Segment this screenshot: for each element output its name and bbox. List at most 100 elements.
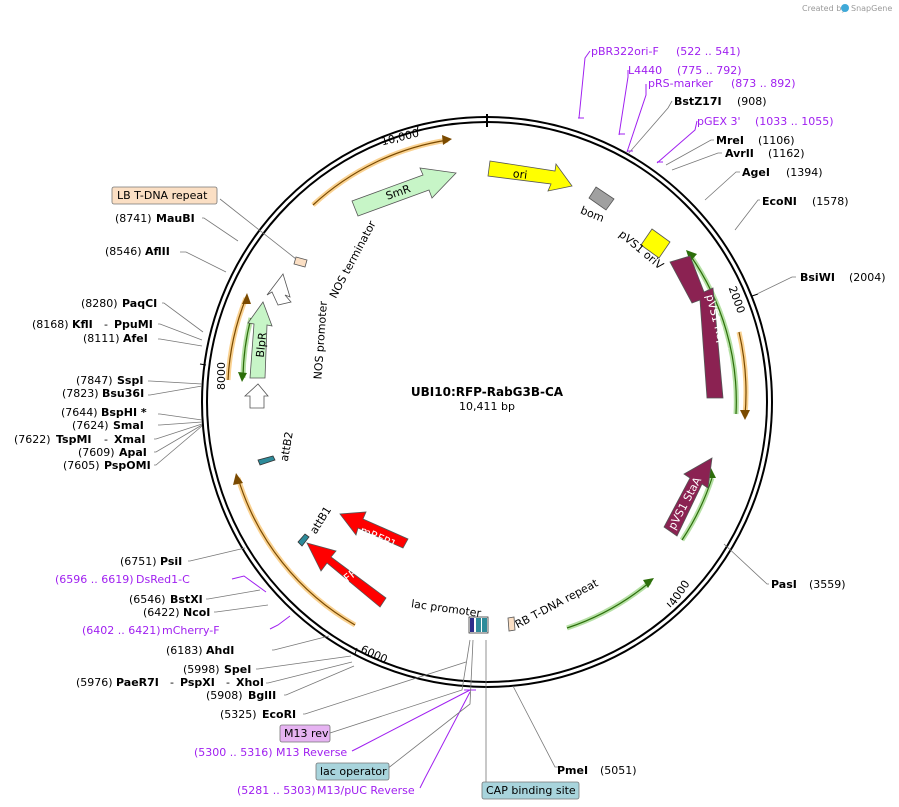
site-afei[interactable]: (8111) AfeI — [83, 332, 148, 345]
label-lb-tdna-repeat[interactable]: LB T-DNA repeat — [111, 186, 218, 205]
primer-pbr322ori-f[interactable]: pBR322ori-F (522 .. 541) — [591, 45, 741, 58]
site-ncoi[interactable]: (6422) NcoI — [143, 606, 210, 619]
site-bsiwi[interactable]: BsiWI (2004) — [800, 271, 886, 284]
branding-product: SnapGene — [851, 4, 892, 13]
orf-arc-stas — [681, 477, 713, 541]
site-pasi[interactable]: PasI (3559) — [771, 578, 846, 591]
site-apai[interactable]: (7609) ApaI — [78, 446, 147, 459]
svg-text:(6596 .. 6619): (6596 .. 6619) — [55, 573, 134, 586]
feature-blpr[interactable]: BlpR — [247, 301, 273, 379]
svg-text:-: - — [226, 676, 230, 689]
feature-attb2[interactable]: attB2 — [257, 431, 296, 466]
svg-text:AvrII: AvrII — [725, 147, 754, 160]
site-ahdi[interactable]: (6183) AhdI — [166, 644, 234, 657]
svg-text:PpuMI: PpuMI — [114, 318, 153, 331]
svg-text:XmaI: XmaI — [114, 433, 145, 446]
svg-text:(7622): (7622) — [14, 433, 51, 446]
feature-lac-promoter[interactable]: lac promoter — [410, 597, 489, 634]
svg-text:Bsu36I: Bsu36I — [102, 387, 144, 400]
site-bstz17i[interactable]: BstZ17I (908) — [674, 95, 767, 108]
primer-pgex3[interactable]: pGEX 3' (1033 .. 1055) — [697, 115, 834, 128]
svg-text:NOS terminator: NOS terminator — [327, 218, 379, 300]
feature-bom[interactable]: bom — [578, 186, 615, 225]
svg-text:(8168): (8168) — [32, 318, 69, 331]
svg-text:BspHI *: BspHI * — [101, 406, 147, 419]
site-aflii[interactable]: (8546) AflII — [105, 245, 170, 258]
label-m13-rev[interactable]: M13 rev — [279, 724, 331, 743]
primer-connectors — [231, 50, 698, 789]
orf-arc-repa2 — [738, 331, 747, 417]
site-smai[interactable]: (7624) SmaI — [72, 419, 144, 432]
site-agei[interactable]: AgeI (1394) — [742, 166, 823, 179]
svg-text:pRS-marker: pRS-marker — [648, 77, 713, 90]
site-kfli[interactable]: (8168) KflI - PpuMI — [32, 318, 153, 331]
svg-text:PaeR7I: PaeR7I — [116, 676, 159, 689]
svg-text:(8280): (8280) — [81, 297, 118, 310]
orf-arc-repa-head — [686, 250, 697, 262]
orf-arc-rb-head — [643, 578, 654, 588]
feature-pvs1-oriv[interactable]: pVS1 oriV — [616, 228, 671, 273]
svg-text:attB1: attB1 — [307, 504, 334, 536]
site-econi[interactable]: EcoNI (1578) — [762, 195, 849, 208]
svg-text:(7605): (7605) — [63, 459, 100, 472]
site-tspmi[interactable]: (7622) TspMI - XmaI — [14, 433, 145, 446]
site-bsu36i[interactable]: (7823) Bsu36I — [62, 387, 144, 400]
label-cap-binding-site[interactable]: CAP binding site — [481, 781, 580, 800]
branding-created-by: Created by — [802, 4, 846, 13]
orf-arc-blpr2-bg — [240, 317, 254, 379]
svg-text:-: - — [104, 433, 108, 446]
site-paer7i[interactable]: (5976) PaeR7I - PspXI - XhoI — [76, 676, 264, 689]
svg-text:KflI: KflI — [72, 318, 93, 331]
primer-mcherry-f[interactable]: (6402 .. 6421) mCherry-F — [82, 624, 220, 637]
svg-text:EcoNI: EcoNI — [762, 195, 797, 208]
site-bsphi[interactable]: (7644) BspHI * — [61, 406, 147, 419]
site-maubi[interactable]: (8741) MauBI — [115, 212, 195, 225]
svg-text:mCherry-F: mCherry-F — [162, 624, 220, 637]
site-mrei[interactable]: MreI (1106) — [716, 134, 795, 147]
site-connectors-right — [512, 100, 796, 768]
feature-mrfp1-a[interactable]: mRFP1 — [339, 511, 409, 551]
label-lac-operator[interactable]: lac operator — [315, 762, 390, 781]
primer-l4440[interactable]: L4440 (775 .. 792) — [628, 64, 742, 77]
svg-text:(6183): (6183) — [166, 644, 203, 657]
site-pspomi[interactable]: (7605) PspOMI — [63, 459, 151, 472]
orf-arc-mrfp-bg — [235, 477, 357, 628]
site-avrii[interactable]: AvrII (1162) — [725, 147, 805, 160]
svg-text:PsiI: PsiI — [160, 555, 182, 568]
feature-nos-promoter[interactable]: NOS promoter — [243, 300, 330, 409]
svg-text:M13 rev: M13 rev — [284, 727, 329, 740]
svg-text:XhoI: XhoI — [236, 676, 264, 689]
primer-prs-marker[interactable]: pRS-marker (873 .. 892) — [648, 77, 796, 90]
site-bglii[interactable]: (5908) BglII — [206, 689, 276, 702]
svg-text:(7644): (7644) — [61, 406, 98, 419]
svg-text:BlpR: BlpR — [254, 331, 270, 358]
site-sspi[interactable]: (7847) SspI — [76, 374, 143, 387]
feature-smr[interactable]: SmR — [351, 167, 457, 217]
site-spei[interactable]: (5998) SpeI — [183, 663, 251, 676]
primer-m13-reverse[interactable]: (5300 .. 5316) M13 Reverse — [194, 746, 347, 759]
svg-text:6000: 6000 — [359, 643, 390, 666]
orf-arc-smr — [312, 139, 449, 206]
orf-arc-blpr-head — [242, 293, 251, 304]
svg-text:BglII: BglII — [248, 689, 276, 702]
feature-nos-terminator[interactable]: NOS terminator — [293, 218, 379, 301]
feature-pvs1-repa[interactable]: pVS1 RepA — [669, 255, 731, 399]
site-pmei[interactable]: PmeI (5051) — [557, 764, 637, 777]
svg-text:(5300 .. 5316): (5300 .. 5316) — [194, 746, 273, 759]
site-ecori[interactable]: (5325) EcoRI — [220, 708, 296, 721]
svg-text:(7609): (7609) — [78, 446, 115, 459]
svg-text:(5908): (5908) — [206, 689, 243, 702]
feature-attb1[interactable]: attB1 — [297, 504, 334, 547]
feature-ori[interactable]: ori — [487, 160, 573, 192]
svg-text:(7847): (7847) — [76, 374, 113, 387]
primer-dsred1-c[interactable]: (6596 .. 6619) DsRed1-C — [55, 573, 190, 586]
svg-text:(775 .. 792): (775 .. 792) — [677, 64, 742, 77]
site-bstxi[interactable]: (6546) BstXI — [129, 593, 203, 606]
site-psii[interactable]: (6751) PsiI — [120, 555, 182, 568]
svg-text:(6402 .. 6421): (6402 .. 6421) — [82, 624, 161, 637]
site-paqci[interactable]: (8280) PaqCI — [81, 297, 157, 310]
svg-text:(7823): (7823) — [62, 387, 99, 400]
primer-m13-puc-reverse[interactable]: (5281 .. 5303) M13/pUC Reverse — [237, 784, 415, 797]
svg-text:-: - — [170, 676, 174, 689]
svg-text:RB T-DNA repeat: RB T-DNA repeat — [513, 576, 601, 631]
